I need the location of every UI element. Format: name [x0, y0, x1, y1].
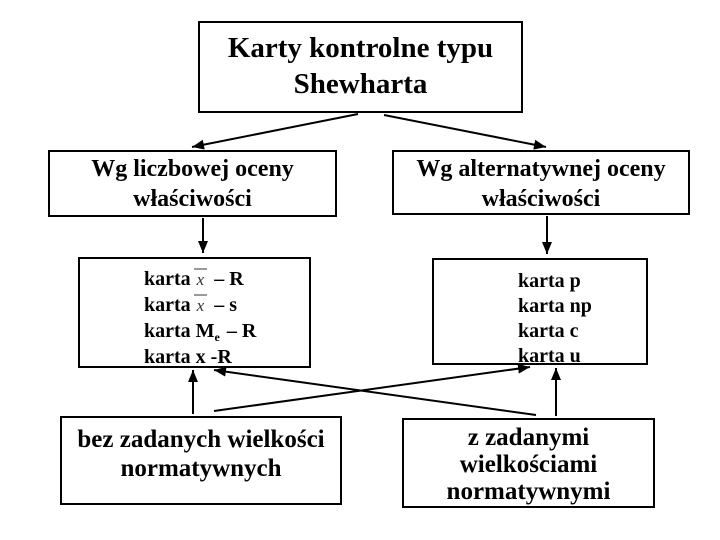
- chart-row-rest: – R: [214, 268, 244, 290]
- without-norms-line-2: normatywnych: [120, 455, 282, 482]
- chart-row-label: karta: [144, 268, 191, 290]
- x-bar-symbol: x: [193, 294, 208, 314]
- node-alternative-charts-list: karta p karta np karta c karta u: [432, 258, 648, 367]
- x-bar-symbol: x: [193, 268, 208, 288]
- chart-row-x-r: karta x -R: [144, 346, 232, 368]
- arrow-title-to-alternative-branch: [383, 114, 547, 150]
- arrow-with-norms-to-numeric-charts-diagonal: [213, 366, 537, 416]
- chart-row-rest: – R: [226, 320, 257, 342]
- numeric-branch-line-1: Wg liczbowej oceny: [91, 156, 294, 182]
- chart-row-label: karta M: [144, 320, 215, 342]
- title-line-2: Shewharta: [293, 68, 428, 100]
- node-numeric-branch: Wg liczbowej oceny właściwości: [48, 150, 337, 217]
- arrow-title-to-numeric-branch: [191, 113, 359, 150]
- alternative-branch-line-2: właściwości: [481, 186, 601, 212]
- node-with-norms: z zadanymi wielkościami normatywnymi: [402, 418, 655, 508]
- arrow-without-norms-to-alternative-charts-diagonal: [213, 363, 531, 412]
- chart-row-rest: – s: [214, 294, 238, 316]
- subscript-e: e: [214, 330, 220, 344]
- with-norms-line-2: wielkościami: [459, 451, 598, 478]
- numeric-branch-line-2: właściwości: [133, 186, 252, 212]
- node-title: Karty kontrolne typu Shewharta: [198, 21, 523, 113]
- node-without-norms: bez zadanych wielkości normatywnych: [60, 416, 342, 505]
- without-norms-line-1: bez zadanych wielkości: [77, 426, 325, 453]
- title-line-1: Karty kontrolne typu: [227, 32, 494, 64]
- chart-row-me-r: karta Me – R: [144, 318, 309, 344]
- chart-row-u: karta u: [518, 345, 581, 367]
- chart-row-np: karta np: [518, 295, 592, 317]
- chart-row-label: karta: [144, 294, 191, 316]
- node-alternative-branch: Wg alternatywnej oceny właściwości: [392, 150, 690, 215]
- chart-row-p: karta p: [518, 270, 581, 292]
- alternative-branch-line-1: Wg alternatywnej oceny: [416, 156, 666, 182]
- chart-row-c: karta c: [518, 320, 579, 342]
- with-norms-line-3: normatywnymi: [446, 478, 611, 505]
- with-norms-line-1: z zadanymi: [467, 424, 590, 451]
